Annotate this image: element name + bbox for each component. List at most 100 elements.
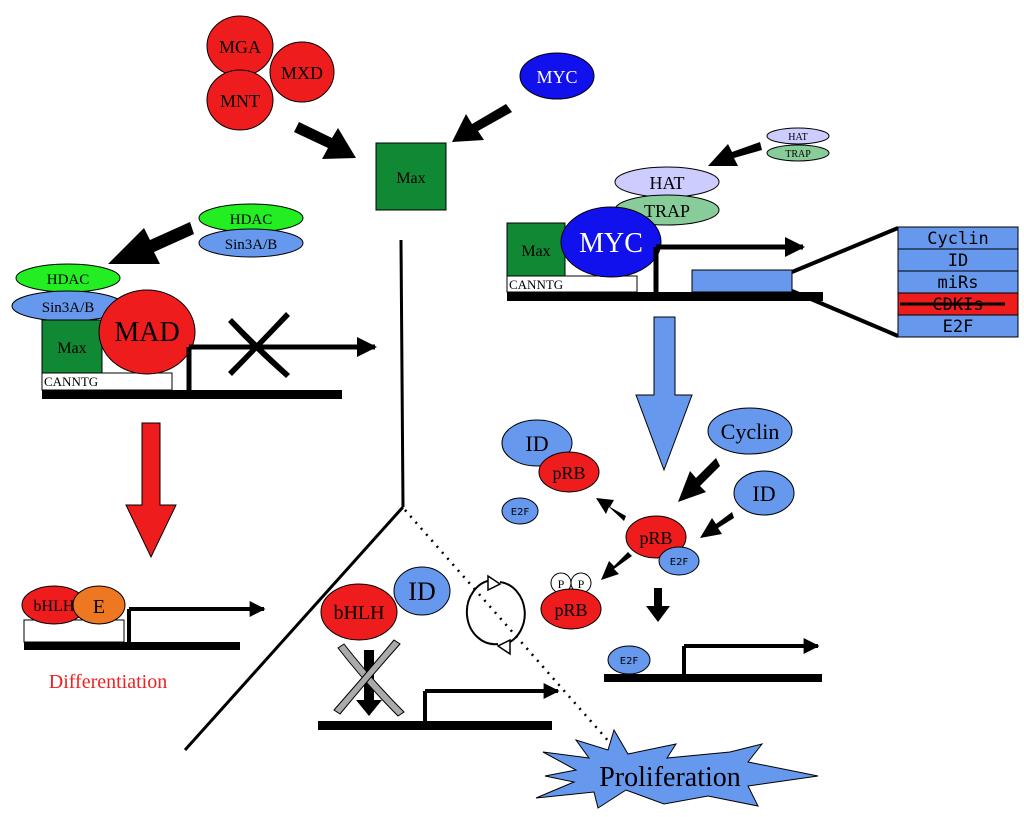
- e2f-promoter-label: E2F: [620, 656, 639, 667]
- e2f-free-protein: E2F: [501, 497, 539, 525]
- target-gene-list: Cyclin ID miRs CDKIs E2F: [897, 226, 1019, 338]
- id-center-label: ID: [408, 577, 435, 606]
- trap-bound-label: TRAP: [644, 201, 690, 221]
- arrow-prb-to-id-complex: [596, 498, 626, 521]
- arrow-coactivators-to-complex: [708, 142, 762, 166]
- sin3-bound-protein: Sin3A/B: [11, 290, 125, 322]
- bhlh-left-label: bHLH: [34, 598, 75, 615]
- mga-protein: MGA: [206, 15, 274, 77]
- target-id: ID: [897, 248, 1019, 272]
- zoom-line-top: [791, 226, 899, 274]
- myc-free-label: MYC: [536, 67, 577, 87]
- target-id-label: ID: [948, 251, 968, 271]
- e-protein: E: [72, 585, 126, 625]
- dna-differentiation: [24, 642, 240, 650]
- target-cdkis-repressed: CDKIs: [897, 292, 1019, 316]
- trap-small-protein: TRAP: [766, 144, 830, 162]
- differentiation-label: Differentiation: [49, 671, 167, 693]
- myc-bound-label: MYC: [579, 228, 643, 259]
- sin3-free-protein: Sin3A/B: [198, 228, 304, 258]
- e2f-bound-protein: E2F: [658, 546, 700, 576]
- arrow-red-differentiation: [125, 422, 177, 559]
- mad-label: MAD: [114, 317, 179, 348]
- e2f-promoter-protein: E2F: [607, 645, 651, 675]
- hat-small-protein: HAT: [766, 127, 830, 145]
- target-cyclin-label: Cyclin: [927, 229, 988, 249]
- bhlh-center-protein: bHLH: [320, 583, 398, 641]
- prb-top-protein: pRB: [538, 451, 600, 493]
- target-e2f-label: E2F: [943, 317, 974, 337]
- trap-small-label: TRAP: [785, 149, 811, 160]
- hdac-free-label: HDAC: [230, 212, 273, 228]
- max-bound-right-label: Max: [521, 243, 550, 260]
- id-top-label: ID: [525, 431, 548, 456]
- e2f-bound-label: E2F: [670, 557, 689, 568]
- hat-bound-protein: HAT: [614, 166, 720, 198]
- id-right-protein: ID: [733, 470, 795, 516]
- phosphate-1-label: P: [558, 577, 565, 591]
- arrow-myc-to-max: [452, 104, 512, 142]
- target-gene-box: [691, 269, 793, 293]
- dna-left-top: [42, 390, 342, 399]
- mxd-label: MXD: [281, 63, 323, 83]
- blocked-cross-center: [333, 639, 405, 717]
- dna-e2f: [604, 674, 822, 682]
- prb-phosphorylated-protein: pRB: [540, 588, 602, 630]
- dna-center: [318, 721, 552, 730]
- proliferation-label: Proliferation: [599, 762, 741, 793]
- mad-protein: MAD: [98, 289, 196, 375]
- mxd-protein: MXD: [269, 41, 335, 103]
- prb-center-protein: pRB: [625, 515, 687, 559]
- divider-diagonal: [183, 505, 405, 752]
- id-center-protein: ID: [393, 566, 451, 616]
- mga-label: MGA: [219, 37, 261, 57]
- hat-bound-label: HAT: [650, 173, 685, 193]
- ebox-left-label: CANNTG: [44, 374, 98, 389]
- arrow-repressors-to-max: [294, 122, 356, 159]
- mnt-protein: MNT: [206, 69, 274, 131]
- hat-small-label: HAT: [788, 132, 807, 143]
- phosphate-2-label: P: [578, 577, 585, 591]
- prb-center-label: pRB: [639, 528, 672, 548]
- ebox-right: CANNTG: [506, 275, 638, 293]
- arrow-cyclin-to-prb: [678, 458, 720, 502]
- max-bound-left: Max: [41, 319, 103, 374]
- blocked-cross-left: [228, 312, 290, 378]
- hdac-free-protein: HDAC: [198, 203, 304, 233]
- bhlh-center-label: bHLH: [333, 602, 384, 624]
- sin3-bound-label: Sin3A/B: [42, 300, 95, 316]
- max-free-label: Max: [396, 170, 425, 187]
- myc-bound-protein: MYC: [560, 206, 662, 278]
- arrow-id-to-prb: [700, 512, 734, 538]
- prb-phosphorylated-label: pRB: [554, 600, 587, 620]
- arrow-prb-to-phosphorylated: [601, 552, 632, 580]
- e-label: E: [93, 596, 105, 618]
- divider-dotted: [404, 509, 619, 753]
- target-cyclin: Cyclin: [897, 226, 1019, 250]
- arrow-e2f-release: [646, 588, 670, 622]
- ebox-differentiation: [23, 619, 125, 643]
- target-mirs-label: miRs: [938, 273, 979, 293]
- hdac-bound-protein: HDAC: [15, 263, 121, 293]
- sin3-free-label: Sin3A/B: [225, 237, 278, 253]
- dna-right-top: [507, 292, 823, 301]
- prb-top-label: pRB: [552, 463, 585, 483]
- proliferation-burst: Proliferation: [535, 728, 819, 809]
- arrow-corepressors-to-complex: [108, 222, 194, 264]
- ebox-left: CANNTG: [41, 372, 173, 391]
- divider-vertical: [399, 239, 405, 508]
- hdac-bound-label: HDAC: [47, 272, 90, 288]
- ebox-right-label: CANNTG: [509, 277, 563, 292]
- max-free-protein: Max: [375, 142, 447, 211]
- target-e2f: E2F: [897, 314, 1019, 338]
- arrow-blue-proliferation: [635, 316, 693, 472]
- id-right-label: ID: [752, 481, 775, 506]
- max-bound-right: Max: [506, 222, 566, 277]
- mnt-label: MNT: [220, 91, 260, 111]
- e2f-free-label: E2F: [511, 507, 530, 518]
- cyclin-label: Cyclin: [721, 419, 780, 444]
- myc-free-protein: MYC: [519, 52, 595, 100]
- cycle-arrows-icon: [465, 574, 526, 656]
- zoom-line-bottom: [791, 289, 899, 338]
